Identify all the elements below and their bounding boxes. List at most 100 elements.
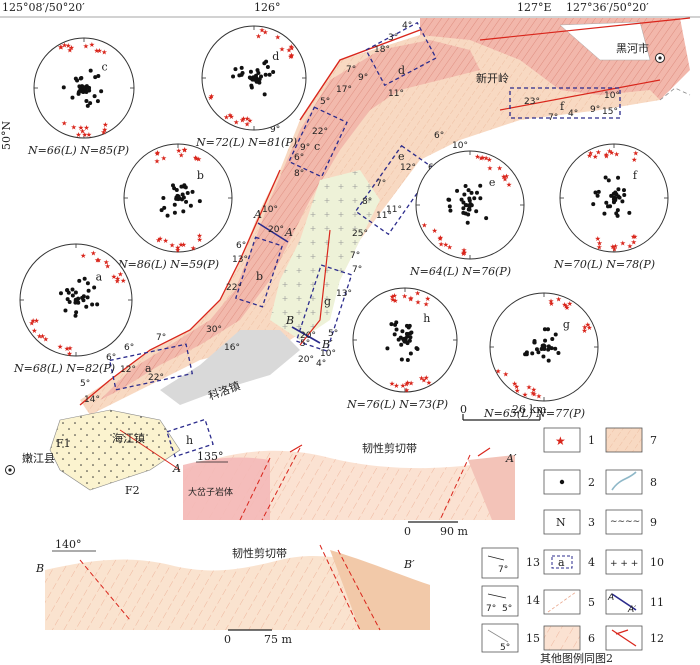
lineation-point (248, 69, 253, 74)
section-a-pluton-label: 大岔子岩体 (188, 486, 233, 498)
lineation-point (448, 208, 453, 213)
dip-label: 10° (452, 141, 468, 151)
section-a-scale-value: 90 m (440, 525, 468, 538)
lineation-point (95, 302, 100, 307)
lineation-point (84, 90, 89, 95)
foliation-pole-point: ★ (155, 236, 161, 244)
section-a-start: A (172, 462, 181, 475)
foliation-pole-point: ★ (68, 44, 74, 52)
foliation-pole-point: ★ (514, 387, 520, 395)
foliation-pole-point: ★ (400, 382, 406, 390)
lineation-point (88, 68, 93, 73)
foliation-pole-point: ★ (405, 379, 411, 387)
foliation-pole-point: ★ (390, 296, 396, 304)
fault-line (119, 429, 181, 471)
stereonet-label: b (197, 169, 204, 182)
coord-top-127: 127°E (517, 1, 552, 14)
foliation-pole-point: ★ (561, 301, 567, 309)
legend-box-15 (481, 623, 519, 653)
foliation-pole-point: ★ (582, 324, 588, 332)
lineation-point (90, 302, 95, 307)
section-b-fault (79, 559, 131, 621)
lineation-point (170, 183, 175, 188)
lineation-point (550, 337, 555, 342)
lineation-point (394, 327, 399, 332)
legend-dip-icon (487, 555, 505, 561)
cross-section-a: A A′ 135° 韧性剪切带 大岔子岩体 0 90 m (172, 441, 517, 538)
foliation-pole-point: ★ (240, 115, 246, 123)
stereonet-label: c (102, 61, 108, 74)
lineation-point (264, 59, 269, 64)
foliation-pole-point: ★ (447, 243, 453, 251)
fault-line (79, 169, 281, 406)
lineation-point (180, 192, 185, 197)
foliation-pole-point: ★ (556, 296, 562, 304)
foliation-pole-point: ★ (586, 152, 592, 160)
foliation-pole-point: ★ (421, 376, 427, 384)
foliation-pole-point: ★ (443, 241, 449, 249)
lineation-point (604, 200, 609, 205)
legend-box-13 (481, 547, 519, 579)
foliation-pole-point: ★ (96, 47, 102, 55)
lineation-point (78, 76, 83, 81)
stereonet-caption: N=72(L) N=81(P) (195, 136, 297, 149)
lineation-point (408, 351, 413, 356)
lineation-point (408, 335, 413, 340)
lineation-point (553, 332, 558, 337)
lineation-point (616, 194, 621, 199)
lineation-point (546, 327, 551, 332)
lineation-point (265, 65, 270, 70)
coord-top-right: 127°36′/50°20′ (566, 1, 649, 14)
foliation-pole-point: ★ (57, 343, 63, 351)
dip-label: 5° (300, 339, 310, 349)
foliation-pole-point: ★ (487, 164, 493, 172)
lineation-point (58, 291, 63, 296)
stereonet-label: g (563, 318, 570, 331)
dip-label: 4° (568, 109, 578, 119)
section-b-fault (337, 549, 381, 631)
foliation-pole-point: ★ (279, 45, 285, 53)
dip-label: 11° (386, 205, 402, 215)
foliation-pole-point: ★ (389, 293, 395, 301)
lineation-point (197, 199, 202, 204)
section-a-east-unit (468, 455, 515, 520)
foliation-pole-point: ★ (531, 391, 537, 399)
foliation-pole-point: ★ (101, 129, 107, 137)
foliation-pole-point: ★ (530, 390, 536, 398)
dip-label: 30° (206, 325, 222, 335)
lineation-point (467, 207, 472, 212)
legend-box-14 (481, 585, 519, 617)
lineation-point (82, 276, 87, 281)
foliation-pole-point: ★ (497, 165, 503, 173)
foliation-pole-point: ★ (506, 181, 512, 189)
foliation-pole-point: ★ (101, 48, 107, 56)
lineation-point (401, 337, 406, 342)
study-box-h (166, 418, 214, 458)
fault-line (479, 17, 691, 41)
lineation-point (179, 197, 184, 202)
lineation-point (542, 344, 547, 349)
legend-box-8 (605, 469, 643, 495)
lineation-point (532, 340, 537, 345)
foliation-pole-point: ★ (233, 119, 239, 127)
lineation-point (602, 211, 607, 216)
dip-label: 16° (224, 343, 240, 353)
foliation-pole-point: ★ (588, 149, 594, 157)
section-b-title: 韧性剪切带 (232, 546, 287, 560)
lineation-point (400, 329, 405, 334)
foliation-pole-point: ★ (595, 235, 601, 243)
lineation-point (181, 209, 186, 214)
legend-num-7: 7 (650, 434, 657, 447)
foliation-pole-point: ★ (94, 47, 100, 55)
lineation-point (627, 210, 632, 215)
stereonet-b: ★★★★★★★★★★★★★★★★★★★★★★bN=86(L) N=59(P) (117, 143, 233, 271)
legend-box-6 (543, 625, 581, 651)
stereonet-caption: N=66(L) N=85(P) (27, 144, 129, 157)
foliation-pole-point: ★ (65, 42, 71, 50)
legend-num-15: 15 (526, 632, 540, 645)
lineation-point (85, 295, 90, 300)
lineation-point (259, 74, 264, 79)
foliation-pole-point: ★ (620, 239, 626, 247)
foliation-pole-point: ★ (33, 317, 39, 325)
section-a-orient: 135° (197, 450, 224, 463)
